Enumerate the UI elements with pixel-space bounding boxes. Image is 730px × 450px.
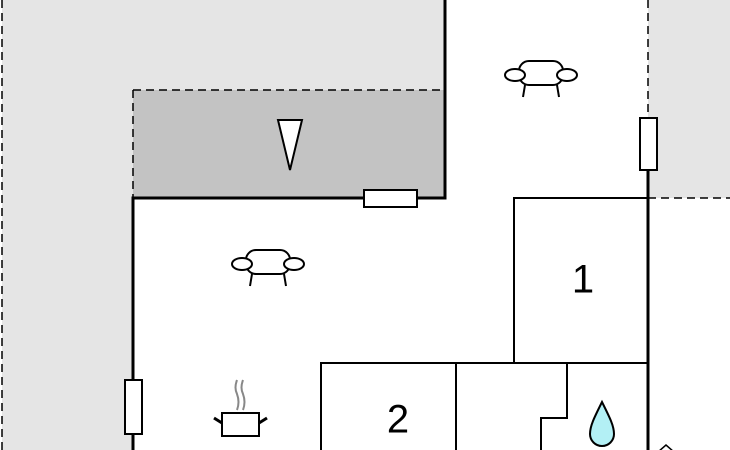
outdoor-area-right [648,0,730,198]
window [124,379,143,435]
room-label-2: 2 [386,397,410,442]
bathroom-wall [540,363,568,450]
room-1-wall [513,197,648,363]
water-drop-icon [588,399,616,447]
terrace-icon [276,119,304,171]
room-label-1: 1 [571,257,595,302]
sofa-icon [231,249,305,287]
compass-north-icon [659,444,673,450]
outdoor-area-left [2,0,445,450]
sofa-icon [504,60,578,98]
exterior-wall [131,0,447,450]
window [363,189,418,208]
window [639,117,658,171]
room-2-wall [320,362,648,450]
cooking-pot-icon [213,379,268,437]
